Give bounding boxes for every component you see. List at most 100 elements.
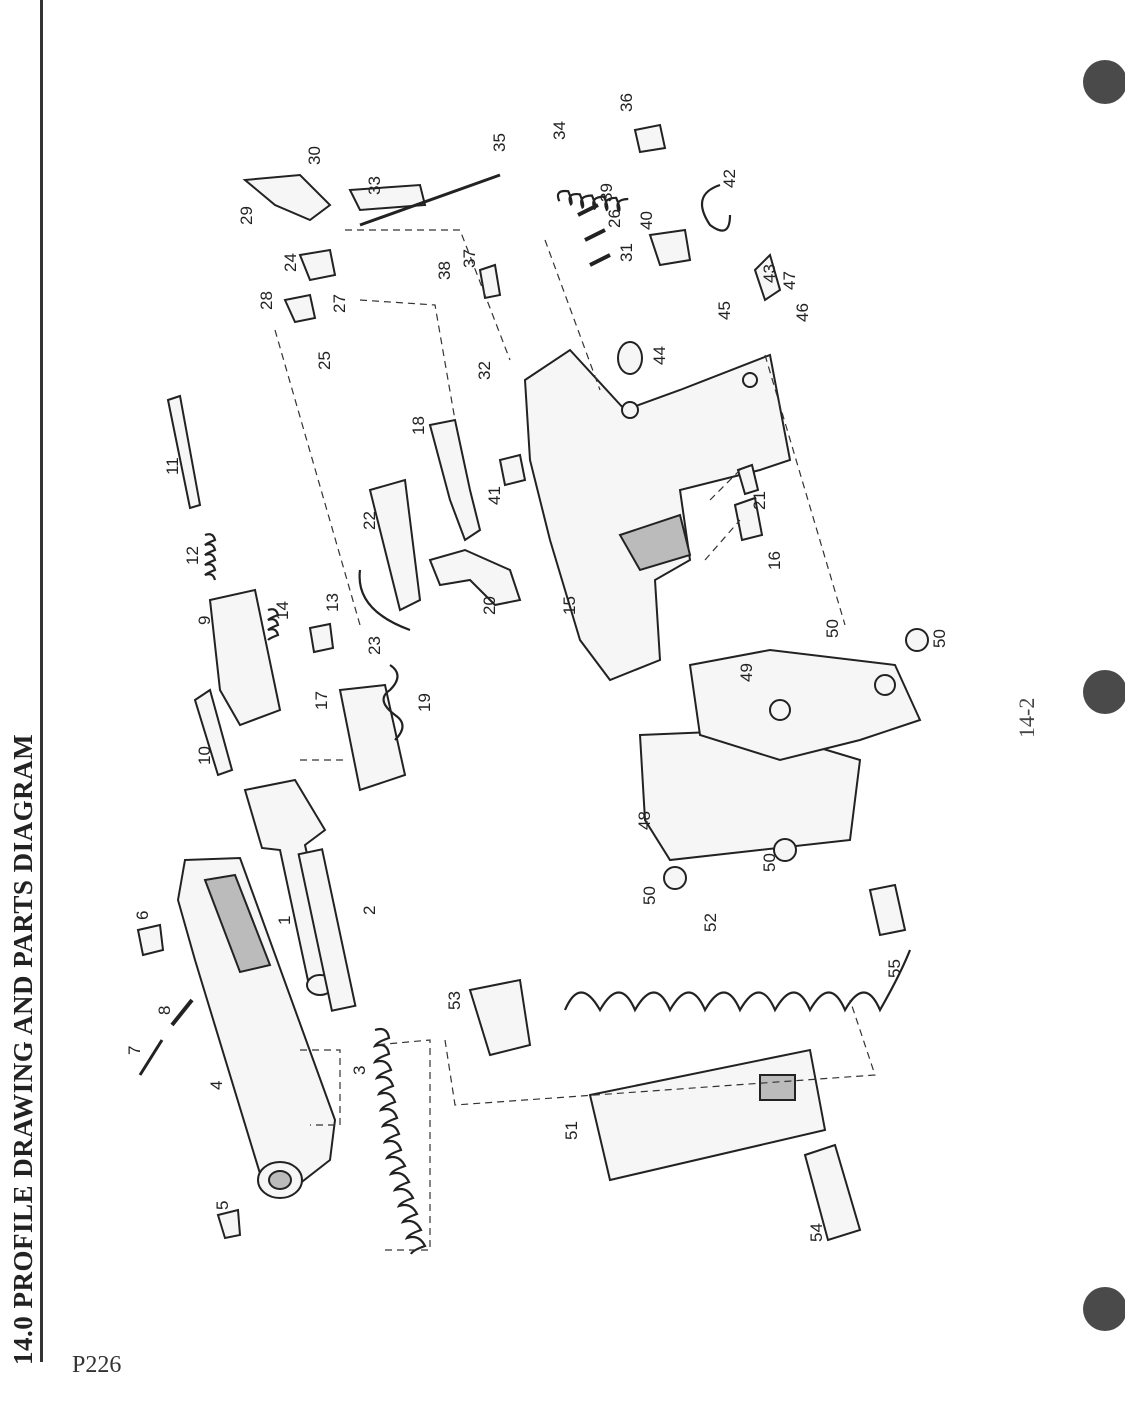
- rear-sight-part: [136, 923, 165, 957]
- grip-screw-e: [773, 838, 797, 862]
- magazine-floorplate-part: [803, 1143, 862, 1242]
- callout-15: 15: [560, 596, 579, 615]
- callout-31: 31: [617, 243, 636, 262]
- spring-19-part: [382, 664, 404, 741]
- callout-43: 43: [760, 264, 779, 283]
- callout-55: 55: [885, 959, 904, 978]
- grip-screw-b: [874, 674, 896, 696]
- part-36: [633, 123, 667, 154]
- recoil-spring-guide-part: [297, 848, 357, 1012]
- callout-23: 23: [365, 636, 384, 655]
- callout-30: 30: [305, 146, 324, 165]
- pin-31-part: [589, 253, 611, 267]
- right-grip-part: [688, 648, 922, 762]
- part-33: [348, 183, 427, 212]
- slide-part: [176, 856, 337, 1199]
- part-16: [733, 496, 764, 542]
- callout-48: 48: [635, 811, 654, 830]
- part-40: [648, 228, 692, 267]
- pin-7-part: [138, 1039, 164, 1076]
- callout-50-d: 50: [760, 853, 779, 872]
- front-sight-part: [216, 1208, 242, 1240]
- callout-39: 39: [597, 183, 616, 202]
- callout-22: 22: [360, 511, 379, 530]
- frame-part: [523, 348, 792, 682]
- grip-screw-c: [905, 628, 929, 652]
- callout-10: 10: [195, 746, 214, 765]
- callout-19: 19: [415, 693, 434, 712]
- callout-52: 52: [701, 913, 720, 932]
- floorplate-insert-part: [868, 883, 907, 937]
- callout-5: 5: [213, 1201, 232, 1210]
- callout-36: 36: [617, 93, 636, 112]
- grip-screw-d: [663, 866, 687, 890]
- callout-24: 24: [281, 253, 300, 272]
- callout-2: 2: [360, 906, 379, 915]
- callout-45: 45: [715, 301, 734, 320]
- callout-53: 53: [445, 991, 464, 1010]
- callout-34: 34: [550, 121, 569, 140]
- callout-3: 3: [350, 1066, 369, 1075]
- callout-35: 35: [490, 133, 509, 152]
- callout-27: 27: [330, 294, 349, 313]
- extractor-part: [193, 688, 234, 777]
- punch-hole-middle: [1083, 670, 1125, 714]
- callout-6: 6: [133, 911, 152, 920]
- breech-block-part: [208, 588, 282, 727]
- callout-42: 42: [720, 169, 739, 188]
- callout-46: 46: [793, 303, 812, 322]
- magazine-follower-part: [468, 978, 532, 1057]
- magazine-tube-part: [588, 1048, 827, 1182]
- callout-17: 17: [312, 691, 331, 710]
- pin-8-part: [170, 998, 194, 1027]
- callout-labels: 1 2 3 4 5 6 7 8 9 10 11 12 13 14 15 16 1…: [125, 93, 949, 1242]
- callout-38: 38: [435, 261, 454, 280]
- callout-44: 44: [650, 346, 669, 365]
- callout-1: 1: [275, 916, 294, 925]
- trigger-part: [428, 548, 522, 607]
- safety-spring-part: [267, 608, 280, 641]
- part-37: [478, 263, 502, 300]
- part-29: [242, 173, 332, 222]
- callout-50-a: 50: [823, 619, 842, 638]
- magazine-window: [759, 1074, 796, 1101]
- callout-51: 51: [562, 1121, 581, 1140]
- punch-hole-top: [1083, 60, 1125, 104]
- callout-25: 25: [315, 351, 334, 370]
- callout-13: 13: [323, 593, 342, 612]
- safety-part: [308, 622, 335, 654]
- callout-37: 37: [460, 249, 479, 268]
- part-43: [753, 253, 782, 302]
- model-label: P226: [72, 1352, 122, 1378]
- callout-7: 7: [125, 1046, 144, 1055]
- page-margin-rule: [40, 0, 43, 1362]
- callout-28: 28: [257, 291, 276, 310]
- trigger-spring-part: [358, 569, 411, 632]
- firing-pin-part: [166, 394, 202, 510]
- callout-12: 12: [183, 546, 202, 565]
- callout-20: 20: [480, 596, 499, 615]
- disconnector-part: [368, 478, 422, 612]
- callout-21: 21: [750, 491, 769, 510]
- callout-16: 16: [765, 551, 784, 570]
- rod-part: [359, 173, 501, 227]
- grip-screw-a: [769, 699, 791, 721]
- callout-41: 41: [485, 486, 504, 505]
- callout-32: 32: [475, 361, 494, 380]
- callout-11: 11: [163, 457, 182, 475]
- part-44: [617, 341, 643, 375]
- part-28: [283, 293, 317, 324]
- pin-39-part: [577, 203, 599, 217]
- callout-26: 26: [605, 209, 624, 228]
- callout-47: 47: [780, 271, 799, 290]
- part-24: [298, 248, 337, 282]
- firing-pin-spring-part: [204, 533, 217, 581]
- callout-18: 18: [409, 416, 428, 435]
- callout-50-b: 50: [930, 629, 949, 648]
- callout-14: 14: [273, 601, 292, 620]
- part-41: [498, 453, 527, 487]
- part-42: [700, 183, 732, 232]
- part-21: [736, 463, 760, 496]
- callout-9: 9: [195, 616, 214, 625]
